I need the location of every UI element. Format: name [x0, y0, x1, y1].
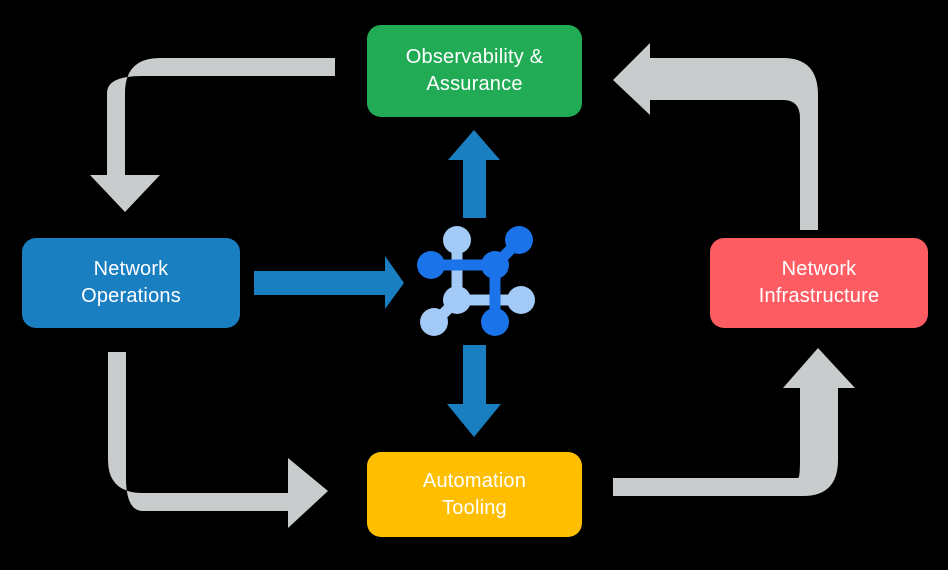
node-right [507, 286, 535, 314]
box-automation-tooling-label: Automation Tooling [422, 469, 527, 519]
box-automation-tooling[interactable]: Automation Tooling [367, 452, 582, 537]
box-network-infrastructure[interactable]: Network Infrastructure [710, 238, 928, 328]
node-top-left [443, 226, 471, 254]
node-bottom-right [481, 308, 509, 336]
blue-arrow-center-to-automation [447, 345, 501, 437]
node-center-left [443, 286, 471, 314]
node-center-right [481, 251, 509, 279]
gray-arrow-observability-to-operations [90, 58, 335, 212]
blue-arrow-center-to-observability [448, 130, 500, 218]
box-network-operations-label: Network Operations [81, 258, 181, 307]
box-network-infrastructure-label: Network Infrastructure [758, 258, 880, 307]
node-top-right [505, 226, 533, 254]
network-icon-nodes [417, 226, 535, 336]
gray-arrow-automation-to-infrastructure [613, 348, 855, 496]
box-network-operations[interactable]: Network Operations [22, 238, 240, 328]
box-observability-label: Observability & Assurance [405, 46, 544, 95]
node-bottom-left [420, 308, 448, 336]
network-icon-links [426, 235, 527, 328]
box-observability-assurance[interactable]: Observability & Assurance [367, 25, 582, 117]
gray-arrow-infrastructure-to-observability [613, 43, 818, 230]
gray-arrow-operations-to-automation [108, 352, 328, 528]
node-left [417, 251, 445, 279]
blue-arrow-ops-to-center [254, 256, 404, 309]
